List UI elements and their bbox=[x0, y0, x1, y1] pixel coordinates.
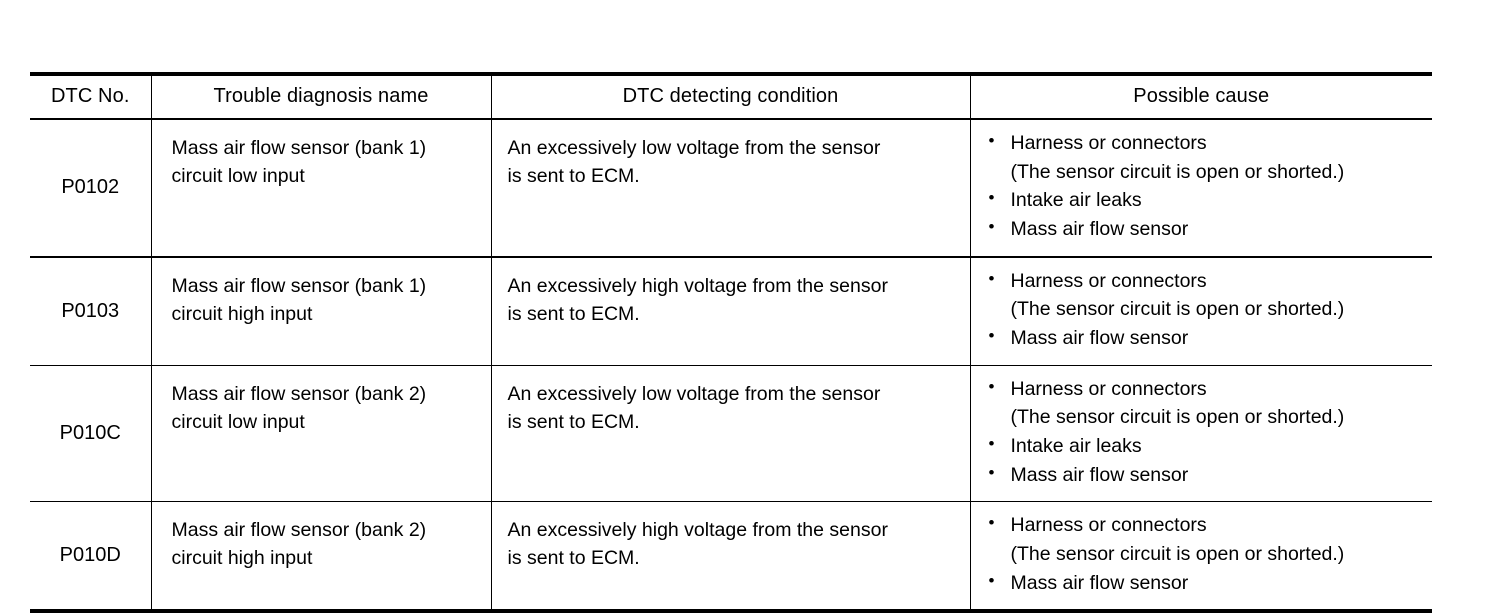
list-item: • Harness or connectors (The sensor circui… bbox=[983, 511, 1425, 568]
bullet-icon: • bbox=[988, 433, 995, 453]
detecting-condition-line-2: is sent to ECM. bbox=[507, 410, 640, 433]
table-row: P010C Mass air flow sensor (bank 2) circui… bbox=[30, 364, 1432, 502]
cause-text: Mass air flow sensor bbox=[1010, 463, 1189, 486]
diagnosis-name-line-1: Mass air flow sensor (bank 2) bbox=[171, 382, 427, 405]
cause-note: (The sensor circuit is open or shorted.) bbox=[1010, 542, 1345, 565]
dtc-code: P0102 bbox=[61, 176, 120, 199]
possible-cause-list: • Harness or connectors (The sensor circui… bbox=[983, 129, 1425, 244]
table-row: P010D Mass air flow sensor (bank 2) circui… bbox=[30, 501, 1432, 612]
bullet-icon: • bbox=[988, 570, 995, 590]
dtc-diagnosis-table: DTC No. Trouble diagnosis name DTC detec… bbox=[30, 72, 1432, 613]
cell-possible-cause: • Harness or connectors (The sensor circui… bbox=[969, 255, 1432, 366]
dtc-code: P010D bbox=[59, 544, 121, 567]
detecting-condition-line-1: An excessively low voltage from the sens… bbox=[507, 137, 881, 159]
cause-text: Harness or connectors bbox=[1010, 132, 1207, 154]
header-row: DTC No. Trouble diagnosis name DTC detec… bbox=[30, 74, 1432, 120]
list-item: • Mass air flow sensor bbox=[983, 569, 1425, 598]
cause-text: Intake air leaks bbox=[1010, 189, 1142, 212]
detecting-condition-line-1: An excessively high voltage from the sen… bbox=[507, 274, 888, 297]
diagnosis-name-line-1: Mass air flow sensor (bank 1) bbox=[171, 137, 427, 159]
bullet-icon: • bbox=[988, 513, 995, 533]
cell-dtc-no: P010D bbox=[30, 501, 151, 612]
cause-note: (The sensor circuit is open or shorted.) bbox=[1010, 160, 1345, 183]
detecting-condition-line-2: is sent to ECM. bbox=[507, 302, 640, 325]
cell-detecting-condition: An excessively low voltage from the sens… bbox=[490, 364, 970, 502]
list-item: • Intake air leaks bbox=[983, 186, 1425, 215]
cell-trouble-diagnosis-name: Mass air flow sensor (bank 1) circuit low… bbox=[150, 119, 491, 257]
cell-trouble-diagnosis-name: Mass air flow sensor (bank 2) circuit low… bbox=[150, 364, 491, 502]
list-item: • Mass air flow sensor bbox=[983, 324, 1425, 353]
detecting-condition-line-2: is sent to ECM. bbox=[507, 165, 640, 188]
cell-trouble-diagnosis-name: Mass air flow sensor (bank 1) circuit hig… bbox=[150, 255, 491, 366]
list-item: • Mass air flow sensor bbox=[983, 215, 1425, 244]
dtc-code: P0103 bbox=[61, 299, 120, 322]
diagnosis-name-line-1: Mass air flow sensor (bank 2) bbox=[171, 519, 427, 542]
detecting-condition-line-1: An excessively low voltage from the sens… bbox=[507, 382, 881, 405]
bullet-icon: • bbox=[988, 216, 995, 236]
column-header-trouble-diagnosis-name: Trouble diagnosis name bbox=[150, 74, 491, 120]
list-item: • Harness or connectors (The sensor circui… bbox=[983, 129, 1425, 186]
cell-possible-cause: • Harness or connectors (The sensor circui… bbox=[969, 501, 1432, 612]
dtc-code: P010C bbox=[59, 421, 121, 444]
table-header: DTC No. Trouble diagnosis name DTC detec… bbox=[30, 74, 1432, 120]
bullet-icon: • bbox=[988, 376, 995, 396]
list-item: • Harness or connectors (The sensor circui… bbox=[983, 267, 1425, 324]
bullet-icon: • bbox=[988, 131, 995, 150]
list-item: • Mass air flow sensor bbox=[983, 461, 1425, 490]
cell-detecting-condition: An excessively low voltage from the sens… bbox=[490, 119, 970, 257]
dtc-table-container: DTC No. Trouble diagnosis name DTC detec… bbox=[30, 72, 1432, 613]
detecting-condition-line-1: An excessively high voltage from the sen… bbox=[507, 519, 888, 542]
possible-cause-list: • Harness or connectors (The sensor circui… bbox=[983, 375, 1425, 490]
cause-text: Mass air flow sensor bbox=[1010, 326, 1189, 349]
list-item: • Harness or connectors (The sensor circui… bbox=[983, 375, 1425, 432]
bullet-icon: • bbox=[988, 268, 995, 288]
column-header-possible-cause: Possible cause bbox=[969, 74, 1432, 120]
cell-possible-cause: • Harness or connectors (The sensor circui… bbox=[969, 364, 1432, 502]
cell-trouble-diagnosis-name: Mass air flow sensor (bank 2) circuit hig… bbox=[150, 501, 491, 612]
table-row: P0102 Mass air flow sensor (bank 1) circui… bbox=[30, 119, 1432, 257]
bullet-icon: • bbox=[988, 188, 995, 208]
diagnosis-name-line-2: circuit high input bbox=[171, 547, 313, 570]
list-item: • Intake air leaks bbox=[983, 432, 1425, 461]
cell-detecting-condition: An excessively high voltage from the sen… bbox=[490, 255, 970, 366]
detecting-condition-line-2: is sent to ECM. bbox=[507, 547, 640, 570]
page-root: DTC No. Trouble diagnosis name DTC detec… bbox=[30, 72, 1432, 613]
table-row: P0103 Mass air flow sensor (bank 1) circui… bbox=[30, 255, 1432, 366]
column-header-dtc-no: DTC No. bbox=[30, 74, 151, 120]
diagnosis-name-line-2: circuit low input bbox=[171, 165, 305, 188]
cause-text: Mass air flow sensor bbox=[1010, 217, 1189, 240]
cell-possible-cause: • Harness or connectors (The sensor circui… bbox=[969, 119, 1432, 257]
bullet-icon: • bbox=[988, 462, 995, 482]
diagnosis-name-line-2: circuit high input bbox=[171, 302, 313, 325]
cell-dtc-no: P0103 bbox=[30, 255, 151, 366]
cause-note: (The sensor circuit is open or shorted.) bbox=[1010, 406, 1345, 429]
cell-dtc-no: P010C bbox=[30, 364, 151, 502]
diagnosis-name-line-1: Mass air flow sensor (bank 1) bbox=[171, 274, 427, 297]
cell-detecting-condition: An excessively high voltage from the sen… bbox=[490, 501, 970, 612]
cause-note: (The sensor circuit is open or shorted.) bbox=[1010, 298, 1345, 321]
possible-cause-list: • Harness or connectors (The sensor circui… bbox=[983, 511, 1425, 597]
possible-cause-list: • Harness or connectors (The sensor circui… bbox=[983, 267, 1425, 353]
diagnosis-name-line-2: circuit low input bbox=[171, 410, 305, 433]
cause-text: Mass air flow sensor bbox=[1010, 571, 1189, 594]
column-header-dtc-detecting-condition: DTC detecting condition bbox=[490, 74, 970, 120]
cause-text: Harness or connectors bbox=[1010, 269, 1207, 292]
cause-text: Harness or connectors bbox=[1010, 377, 1207, 400]
cause-text: Harness or connectors bbox=[1010, 514, 1207, 537]
cell-dtc-no: P0102 bbox=[30, 119, 151, 257]
cause-text: Intake air leaks bbox=[1010, 434, 1142, 457]
bullet-icon: • bbox=[988, 325, 995, 345]
